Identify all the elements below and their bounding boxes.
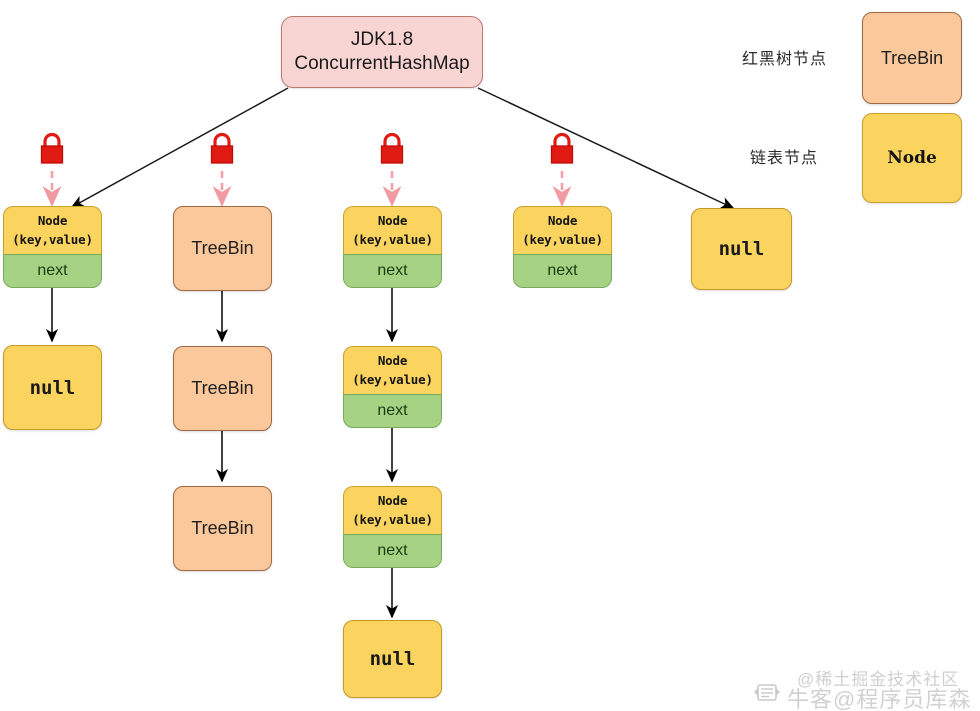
col2-treebin-2[interactable]: TreeBin (173, 346, 272, 431)
node-head-kv: (key,value) (12, 231, 93, 247)
root-node-concurrenthashmap[interactable]: JDK1.8 ConcurrentHashMap (281, 16, 483, 88)
node-head: Node (key,value) (343, 486, 442, 534)
lock-icon-col2 (207, 131, 237, 165)
legend-sample-node: Node (862, 113, 962, 203)
nowcoder-logo-icon (753, 682, 781, 710)
col4-node-1[interactable]: Node (key,value) next (513, 206, 612, 288)
node-head-kv: (key,value) (352, 231, 433, 247)
node-next: next (343, 534, 442, 568)
col3-node-2[interactable]: Node (key,value) next (343, 346, 442, 428)
node-next: next (3, 254, 102, 288)
col2-treebin-1[interactable]: TreeBin (173, 206, 272, 291)
edge-root-to-col1 (70, 87, 289, 208)
node-head-title: Node (377, 493, 408, 509)
edge-root-to-col5 (477, 87, 735, 209)
col1-null[interactable]: null (3, 345, 102, 430)
col3-null[interactable]: null (343, 620, 442, 698)
legend-label-treebin: 红黑树节点 (742, 51, 828, 68)
node-head-title: Node (547, 213, 578, 229)
root-title-line1: JDK1.8 (350, 28, 414, 50)
watermark-nowcoder: 牛客@程序员库森 (787, 687, 972, 711)
node-next: next (343, 254, 442, 288)
node-head-title: Node (377, 213, 408, 229)
node-next: next (513, 254, 612, 288)
legend-sample-treebin: TreeBin (862, 12, 962, 104)
node-head-title: Node (37, 213, 68, 229)
node-head-kv: (key,value) (522, 231, 603, 247)
node-head: Node (key,value) (343, 206, 442, 254)
node-head: Node (key,value) (3, 206, 102, 254)
lock-icon-col4 (547, 131, 577, 165)
node-head: Node (key,value) (513, 206, 612, 254)
col2-treebin-3[interactable]: TreeBin (173, 486, 272, 571)
legend-label-node: 链表节点 (750, 150, 819, 167)
lock-icon-col3 (377, 131, 407, 165)
col1-node-1[interactable]: Node (key,value) next (3, 206, 102, 288)
root-title-line2: ConcurrentHashMap (294, 53, 470, 74)
node-head: Node (key,value) (343, 346, 442, 394)
lock-icon-col1 (37, 131, 67, 165)
col3-node-3[interactable]: Node (key,value) next (343, 486, 442, 568)
node-next: next (343, 394, 442, 428)
node-head-title: Node (377, 353, 408, 369)
watermark-juejin: @稀土掘金技术社区 (797, 670, 960, 689)
node-head-kv: (key,value) (352, 511, 433, 527)
col3-node-1[interactable]: Node (key,value) next (343, 206, 442, 288)
col5-null[interactable]: null (691, 208, 792, 290)
node-head-kv: (key,value) (352, 371, 433, 387)
